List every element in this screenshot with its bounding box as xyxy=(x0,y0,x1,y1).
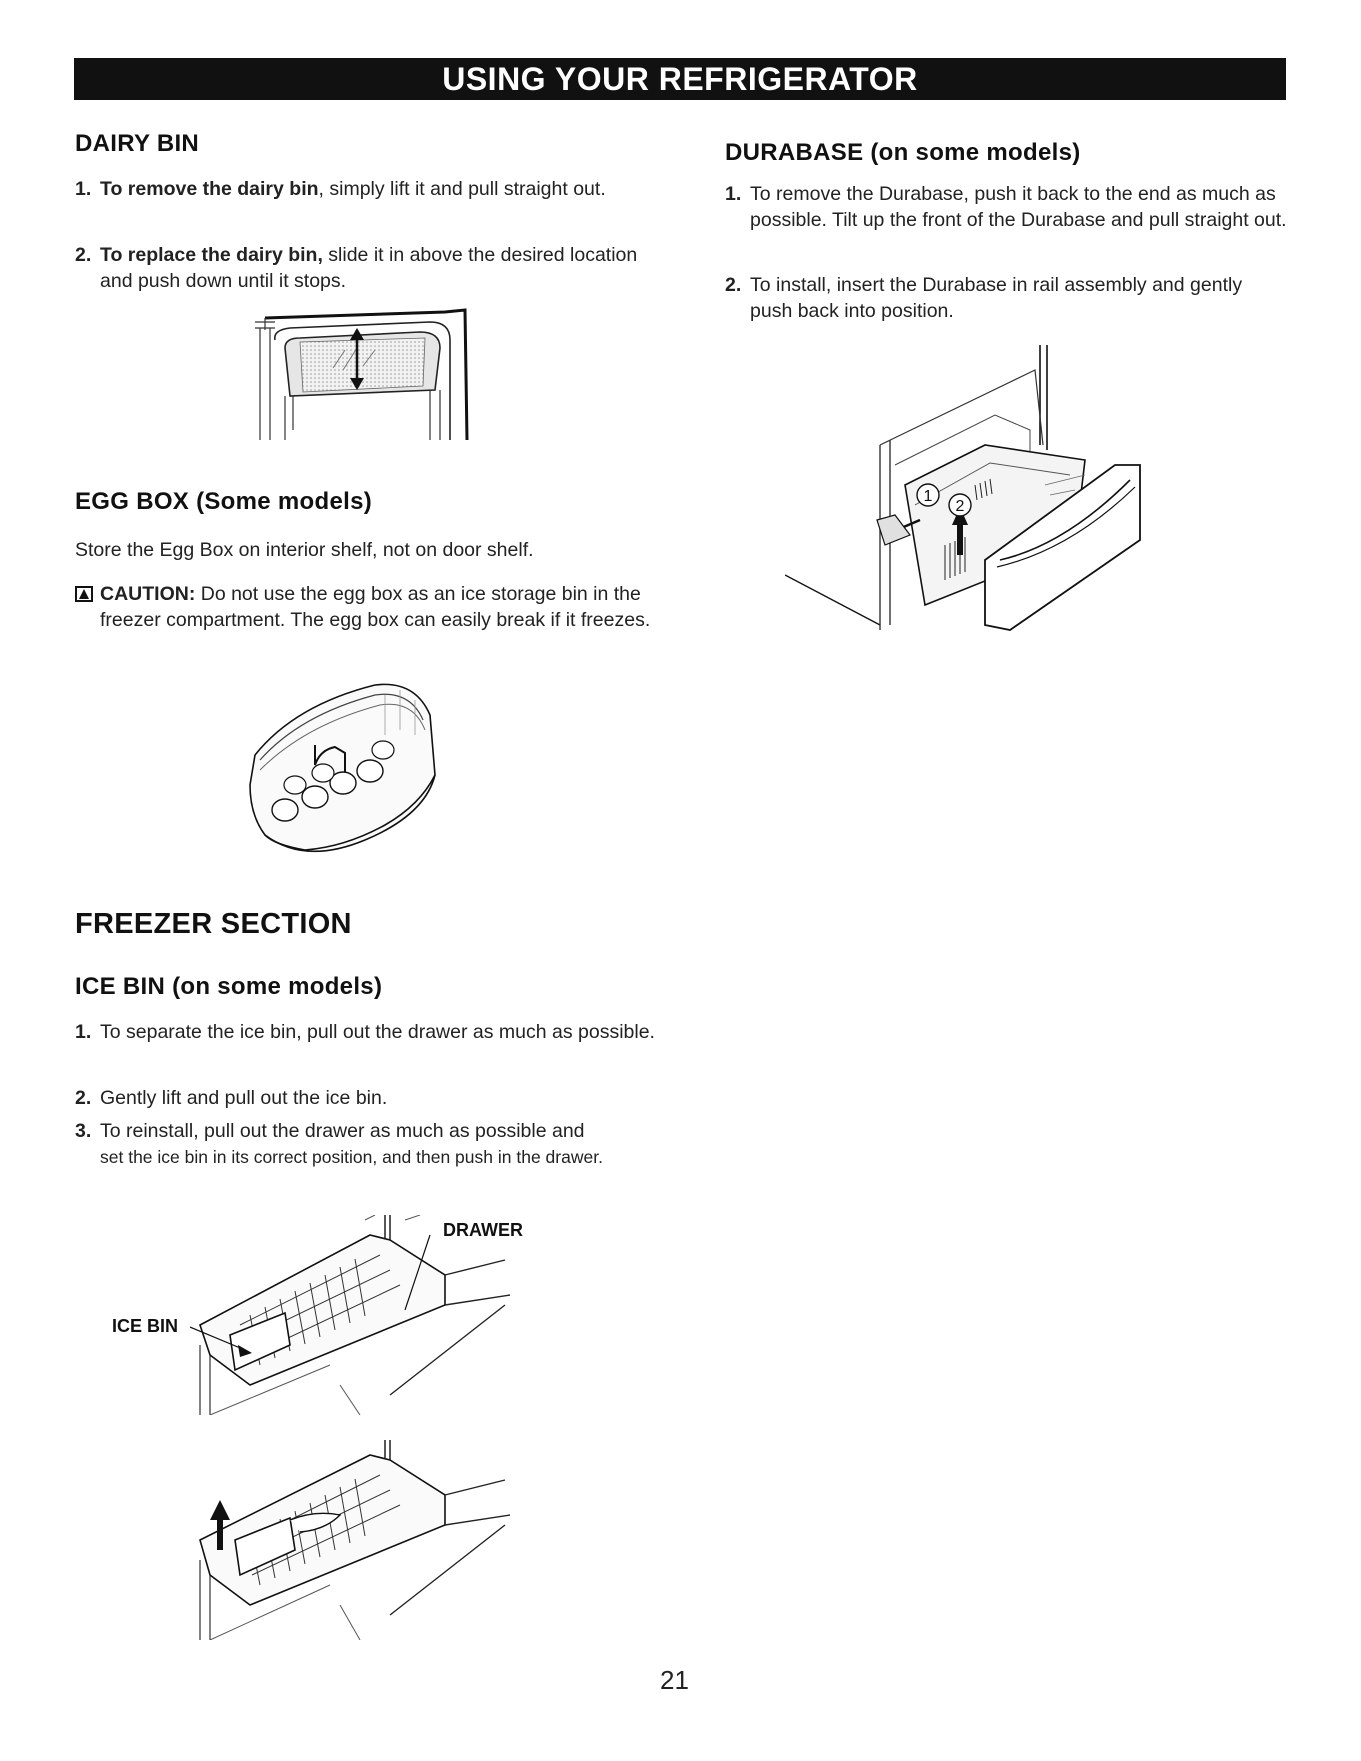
egg-box-text: Store the Egg Box on interior shelf, not… xyxy=(75,539,534,561)
ice-bin-step-3: 3. To reinstall, pull out the drawer as m… xyxy=(75,1118,680,1170)
page-header-bar: USING YOUR REFRIGERATOR xyxy=(74,58,1286,100)
step-number: 1. xyxy=(75,1021,92,1043)
egg-box-caution: CAUTION: Do not use the egg box as an ic… xyxy=(75,581,680,633)
step-text: To separate the ice bin, pull out the dr… xyxy=(100,1021,655,1043)
step-bold-text: To remove the dairy bin xyxy=(100,178,319,200)
page-title: USING YOUR REFRIGERATOR xyxy=(442,61,918,97)
drawer-label: DRAWER xyxy=(443,1220,523,1240)
freezer-section-heading: FREEZER SECTION xyxy=(75,908,352,940)
dairy-bin-heading: DAIRY BIN xyxy=(75,130,200,157)
step-text: , simply lift it and pull straight out. xyxy=(318,178,606,200)
durabase-step-1: 1. To remove the Durabase, push it back t… xyxy=(725,181,1330,233)
step-bold-text: To replace the dairy bin, xyxy=(100,244,323,266)
step-text: Gently lift and pull out the ice bin. xyxy=(100,1087,388,1109)
step-number: 1. xyxy=(725,183,742,205)
durabase-marker-1: 1 xyxy=(924,488,933,505)
ice-bin-label: ICE BIN xyxy=(112,1316,179,1336)
egg-box-illustration xyxy=(235,675,445,860)
ice-bin-step-1: 1. To separate the ice bin, pull out the … xyxy=(75,1019,680,1045)
durabase-step-2: 2. To install, insert the Durabase in rai… xyxy=(725,272,1250,324)
step-text: To remove the Durabase, push it back to … xyxy=(750,183,1287,231)
step-number: 1. xyxy=(75,178,92,200)
ice-bin-heading: ICE BIN (on some models) xyxy=(75,973,383,1000)
durabase-heading: DURABASE (on some models) xyxy=(725,139,1081,166)
caution-text: Do not use the egg box as an ice storage… xyxy=(100,583,651,631)
dairy-bin-illustration xyxy=(245,300,475,440)
step-text: To reinstall, pull out the drawer as muc… xyxy=(100,1120,585,1142)
caution-label: CAUTION: xyxy=(100,583,196,605)
step-number: 2. xyxy=(75,1087,92,1109)
step-number: 2. xyxy=(725,274,742,296)
durabase-illustration: 1 2 xyxy=(785,345,1185,705)
step-text: To install, insert the Durabase in rail … xyxy=(750,274,1243,322)
ice-bin-step-2: 2. Gently lift and pull out the ice bin. xyxy=(75,1085,680,1111)
step-number: 2. xyxy=(75,244,92,266)
caution-icon xyxy=(75,581,101,607)
page-number: 21 xyxy=(660,1665,689,1695)
step-text-continued: set the ice bin in its correct position,… xyxy=(100,1147,603,1167)
step-number: 3. xyxy=(75,1120,92,1142)
ice-bin-drawer-illustration xyxy=(190,1215,520,1415)
dairy-bin-step-1: 1. To remove the dairy bin, simply lift i… xyxy=(75,176,670,202)
egg-box-heading: EGG BOX (Some models) xyxy=(75,488,373,515)
ice-bin-lift-illustration xyxy=(190,1440,520,1640)
step-text: slide it in above the desired location a… xyxy=(100,244,638,292)
dairy-bin-step-2: 2. To replace the dairy bin, slide it in … xyxy=(75,242,670,294)
durabase-marker-2: 2 xyxy=(956,498,965,515)
